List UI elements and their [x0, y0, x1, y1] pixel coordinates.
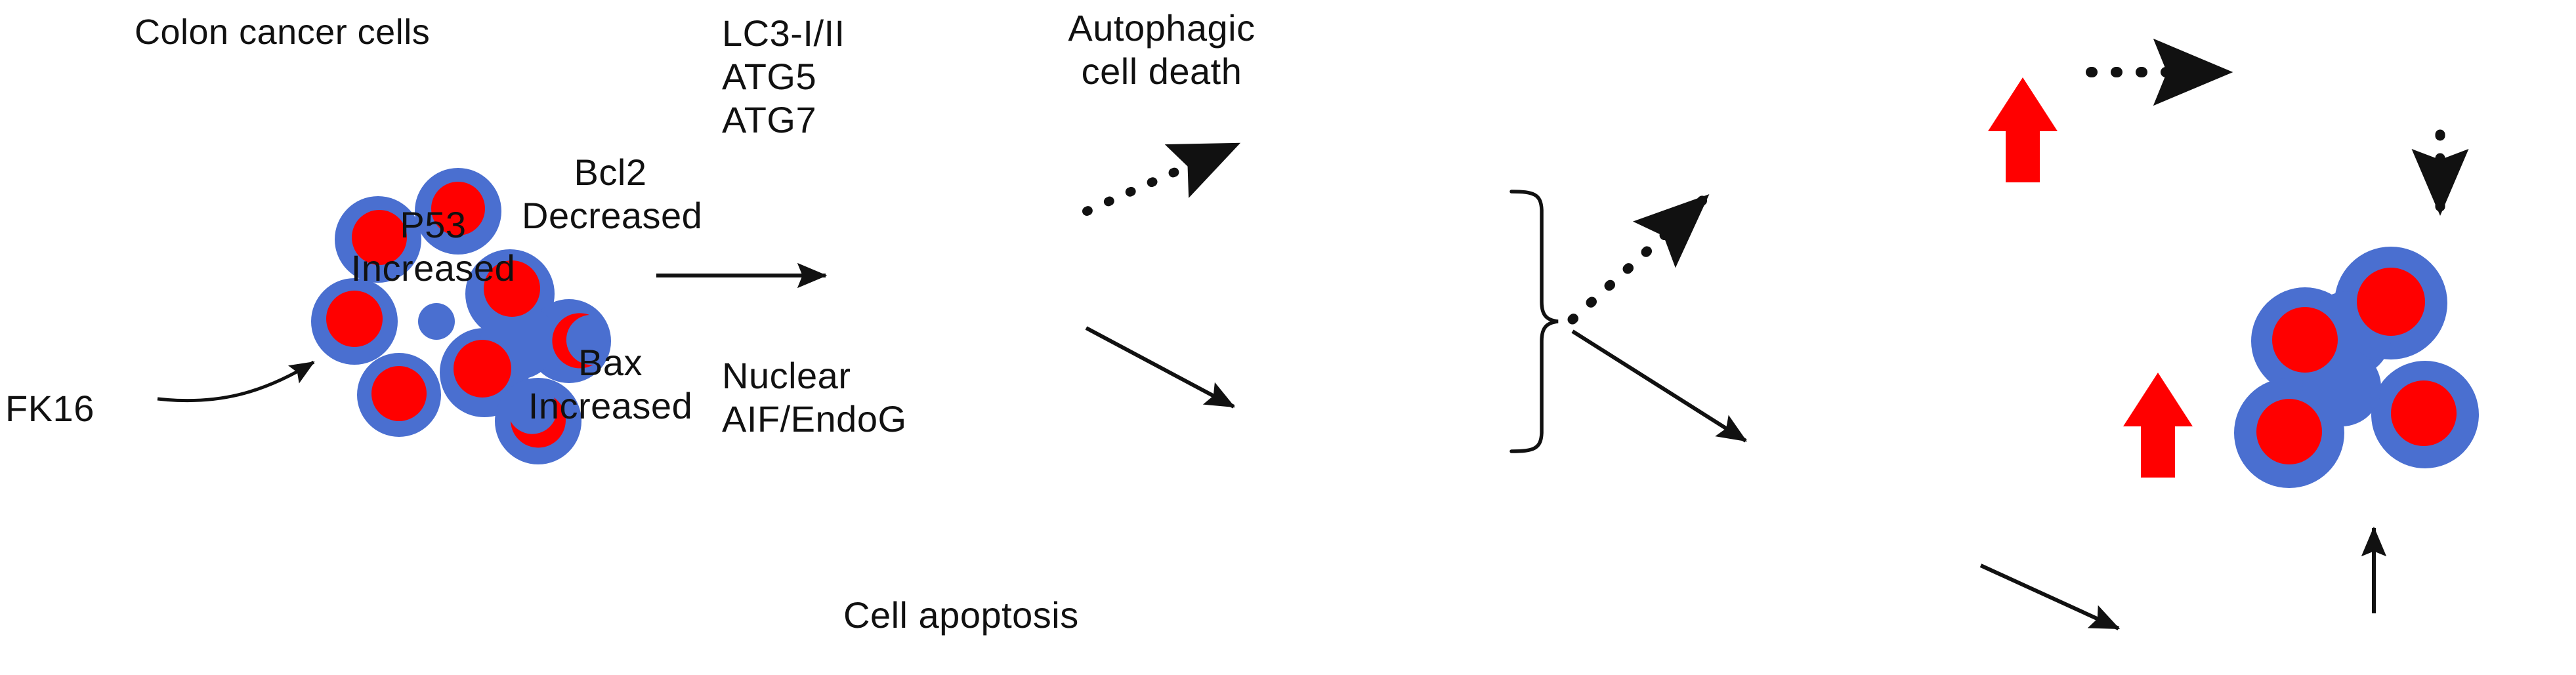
label-autophagy-markers: LC3-I/II ATG5 ATG7 — [722, 12, 845, 141]
label-fk16: FK16 — [5, 388, 95, 429]
up-arrow-icon-autophagy — [1988, 77, 2058, 182]
dying-cell-cluster — [2234, 247, 2479, 488]
colon-cancer-cell-cluster — [311, 168, 611, 464]
dying-cell-nucleus-group — [2256, 268, 2457, 464]
cell-nucleus-crescent-group — [511, 313, 593, 448]
label-nuclear-aif-endog: Nuclear AIF/EndoG — [722, 355, 907, 440]
label-cell-apoptosis: Cell apoptosis — [843, 594, 1079, 636]
label-bcl2: Bcl2 Decreased — [522, 152, 703, 237]
edge-brace-to-nuclear-aif — [1571, 329, 1748, 443]
up-arrow-icon-nuclear-aif — [2123, 373, 2193, 478]
edge-p53-to-bax — [1085, 326, 1236, 409]
label-bax: Bax Increased — [528, 342, 693, 427]
edge-fk16-to-cells — [157, 360, 315, 403]
edge-brace-to-autophagy-markers — [1567, 192, 1712, 325]
label-autophagic-cell-death: Autophagic cell death — [1068, 7, 1256, 92]
edge-nuclear-aif-to-apoptosis — [1979, 563, 2121, 630]
label-colon-cancer-cells: Colon cancer cells — [135, 12, 431, 52]
cell-nucleus-group — [326, 182, 540, 421]
label-p53: P53 Increased — [350, 204, 516, 289]
brace-bcl2-bax — [1510, 190, 1559, 453]
edge-p53-to-bcl2 — [1082, 140, 1242, 216]
